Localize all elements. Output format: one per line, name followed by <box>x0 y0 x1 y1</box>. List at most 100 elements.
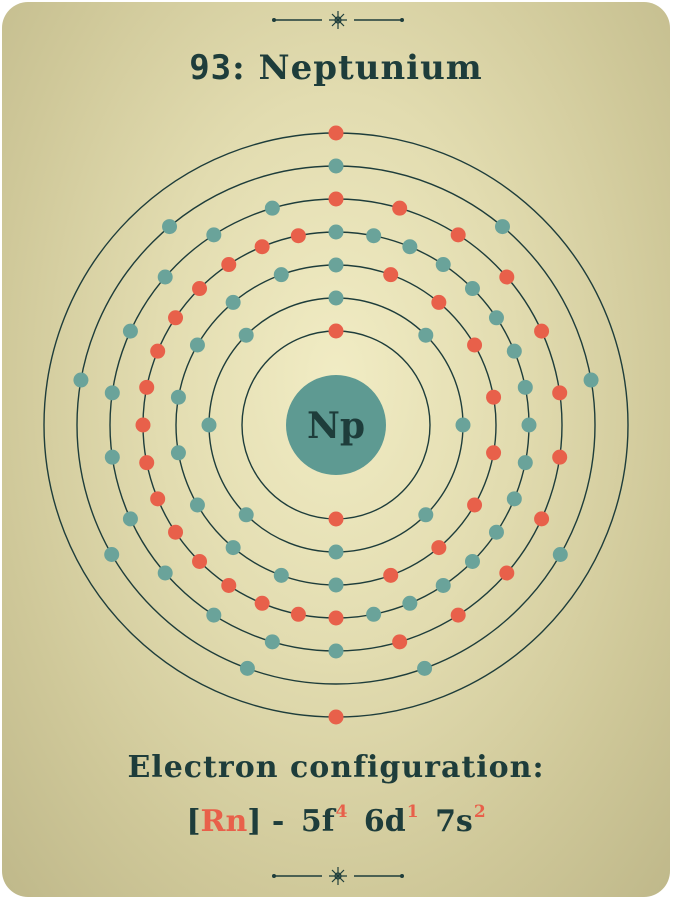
electron <box>383 567 399 583</box>
electron <box>221 577 237 593</box>
electrons <box>73 125 599 725</box>
element-name: Neptunium <box>258 48 483 88</box>
electron <box>583 372 599 388</box>
core-open-bracket: [ <box>186 804 201 839</box>
electron <box>328 643 344 659</box>
electron <box>104 449 120 465</box>
electron <box>122 323 138 339</box>
electron <box>383 267 399 283</box>
orbital-name: 5f <box>300 804 335 839</box>
electron <box>264 634 280 650</box>
electron <box>139 455 155 471</box>
electron <box>467 497 483 513</box>
electron <box>464 553 480 569</box>
electron <box>328 257 344 273</box>
electron <box>206 227 222 243</box>
electron <box>506 343 522 359</box>
nucleus <box>286 375 386 475</box>
electron <box>189 337 205 353</box>
electron <box>168 310 184 326</box>
sunburst-divider-icon <box>272 867 404 885</box>
sunburst-divider-icon <box>272 11 404 29</box>
electron-configuration-label: Electron configuration: <box>127 750 545 785</box>
electron <box>168 524 184 540</box>
electron <box>264 200 280 216</box>
orbital-term: 5f4 <box>300 802 348 839</box>
orbital-count: 2 <box>473 802 486 822</box>
electron <box>488 310 504 326</box>
orbital-count: 1 <box>406 802 419 822</box>
electron <box>534 511 550 527</box>
electron <box>328 125 344 141</box>
orbital-name: 7s <box>435 804 473 839</box>
electron <box>328 158 344 174</box>
electron <box>467 337 483 353</box>
electron <box>225 540 241 556</box>
electron <box>494 219 510 235</box>
electron <box>239 660 255 676</box>
electron <box>450 607 466 623</box>
core-symbol: Rn <box>200 804 248 839</box>
orbital-term: 6d1 <box>364 802 419 839</box>
atomic-number: 93 <box>189 48 233 88</box>
electron <box>328 610 344 626</box>
electron <box>435 577 451 593</box>
electron <box>464 281 480 297</box>
config-dash: - <box>271 804 285 839</box>
electron <box>366 228 382 244</box>
electron <box>238 507 254 523</box>
electron <box>73 372 89 388</box>
electron <box>150 343 166 359</box>
element-symbol: Np <box>307 405 365 447</box>
electron <box>157 565 173 581</box>
electron <box>328 191 344 207</box>
electron <box>435 257 451 273</box>
electron <box>135 417 151 433</box>
electron <box>431 294 447 310</box>
electron <box>455 417 471 433</box>
electron <box>254 595 270 611</box>
electron <box>486 445 502 461</box>
electron <box>139 379 155 395</box>
electron <box>506 491 522 507</box>
electron <box>328 323 344 339</box>
electron <box>517 455 533 471</box>
orbital-count: 4 <box>335 802 348 822</box>
electron <box>552 449 568 465</box>
electron <box>162 219 178 235</box>
electron <box>192 553 208 569</box>
electron <box>206 607 222 623</box>
electron <box>552 547 568 562</box>
electron <box>552 385 568 401</box>
electron <box>499 565 515 581</box>
electron <box>328 577 344 593</box>
electron <box>486 389 502 405</box>
electron <box>238 327 254 343</box>
electron <box>402 239 418 255</box>
electron <box>366 606 382 622</box>
electron <box>328 511 344 527</box>
electron <box>488 524 504 540</box>
electron <box>273 267 289 283</box>
electron <box>450 227 466 243</box>
core-close-bracket: ] <box>247 804 262 839</box>
electron <box>499 269 515 285</box>
electron <box>273 567 289 583</box>
electron <box>192 281 208 297</box>
orbital-term: 7s2 <box>435 802 486 839</box>
electron <box>290 606 306 622</box>
electron <box>221 257 237 273</box>
electron <box>431 540 447 556</box>
electron <box>150 491 166 507</box>
electron <box>418 507 434 523</box>
electron <box>417 660 433 676</box>
electron <box>328 290 344 306</box>
element-title: 93: Neptunium <box>2 48 670 88</box>
electron <box>517 379 533 395</box>
electron <box>534 323 550 339</box>
title-separator: : <box>232 48 246 88</box>
electron <box>328 544 344 560</box>
electron <box>104 547 120 562</box>
